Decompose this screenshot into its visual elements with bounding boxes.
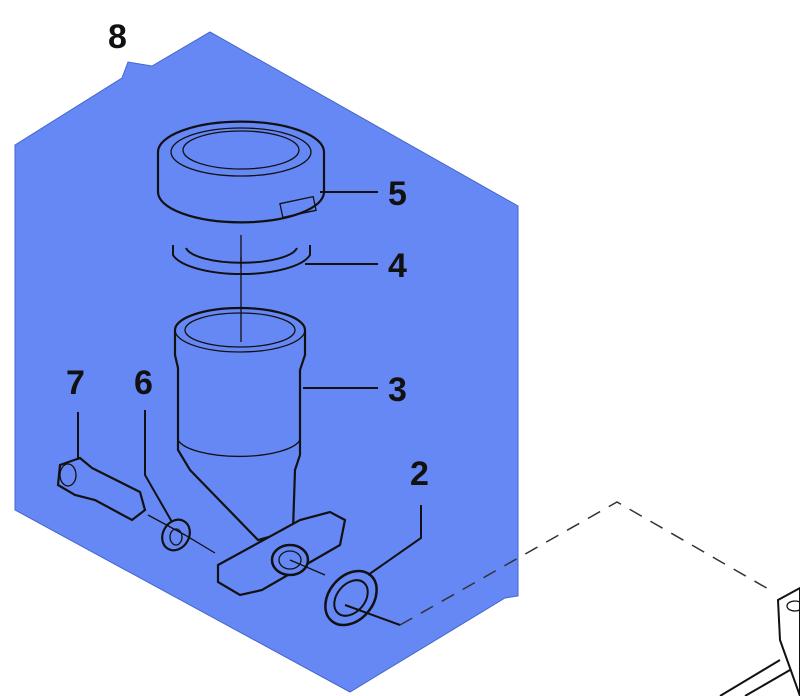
leader-2b	[344, 604, 401, 626]
assembly-line-bolt	[147, 514, 216, 554]
leader-2	[367, 505, 422, 576]
bolt-part[interactable]	[56, 456, 147, 522]
reservoir-part[interactable]	[173, 235, 347, 597]
callout-4: 4	[388, 247, 407, 285]
callout-2: 2	[410, 455, 429, 493]
pump-housing	[719, 586, 800, 696]
callout-7: 7	[66, 364, 85, 402]
callout-8: 8	[108, 18, 127, 56]
cap-part[interactable]	[156, 120, 326, 224]
o-ring-part[interactable]	[315, 561, 387, 635]
callout-6: 6	[134, 364, 153, 402]
leader-6	[144, 410, 173, 523]
assembly-line-oring	[289, 559, 326, 576]
callout-3: 3	[388, 371, 407, 409]
callout-5: 5	[388, 175, 407, 213]
washer-part[interactable]	[157, 515, 196, 556]
dashed-leader	[399, 501, 771, 626]
